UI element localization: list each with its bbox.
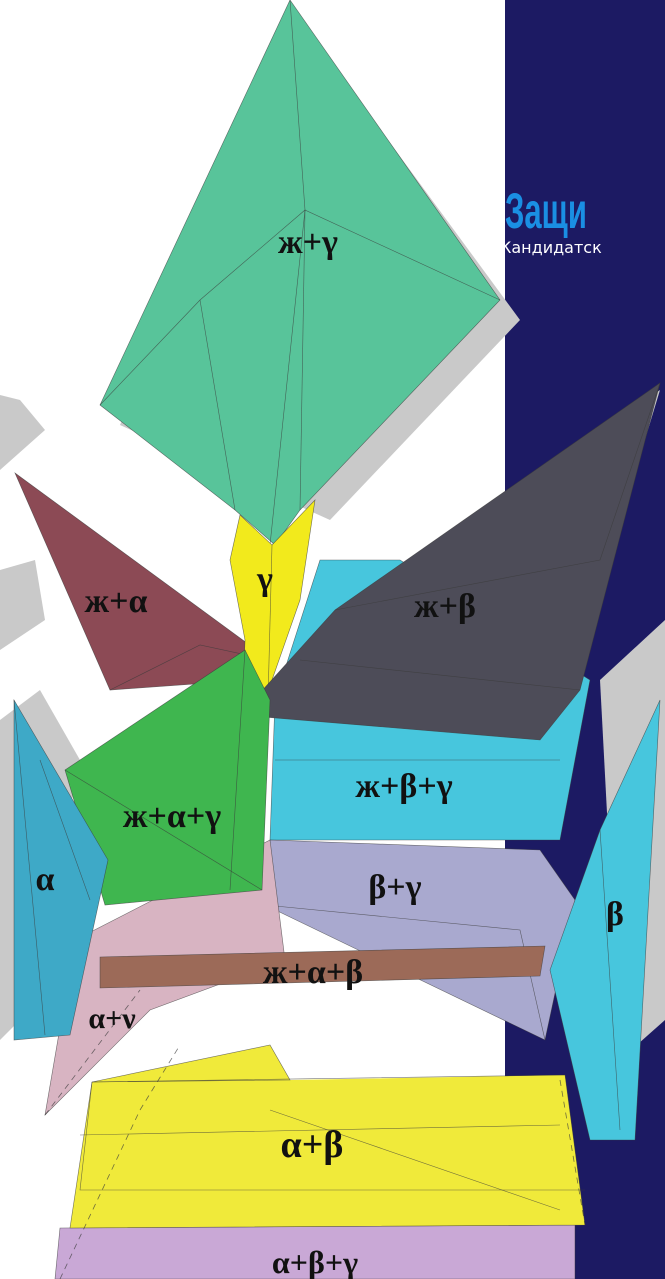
region-label: ж+α+β bbox=[263, 954, 363, 991]
region-label: α+ν bbox=[88, 1002, 136, 1035]
region-label: α+β+γ bbox=[272, 1244, 358, 1279]
region-label: ж+β bbox=[414, 588, 476, 625]
region-label: β+γ bbox=[368, 869, 421, 906]
slide-subtitle: Кандидатск bbox=[500, 238, 602, 257]
phase-region-alpha-beta-gamma: α+β+γ bbox=[55, 1225, 575, 1279]
slide-title: Защи bbox=[505, 186, 587, 236]
region-label: ж+γ bbox=[278, 224, 338, 261]
region-label: γ bbox=[256, 561, 273, 598]
phase-region-beta-gamma: β+γ bbox=[265, 840, 575, 1040]
region-label: ж+α bbox=[84, 583, 147, 620]
region-label: α bbox=[36, 861, 55, 898]
phase-region-zh-gamma: ж+γ bbox=[100, 0, 500, 545]
region-label: ж+α+γ bbox=[123, 798, 221, 835]
region-label: ж+β+γ bbox=[355, 768, 452, 805]
region-label: α+β bbox=[281, 1124, 344, 1166]
region-label: β bbox=[606, 896, 624, 933]
